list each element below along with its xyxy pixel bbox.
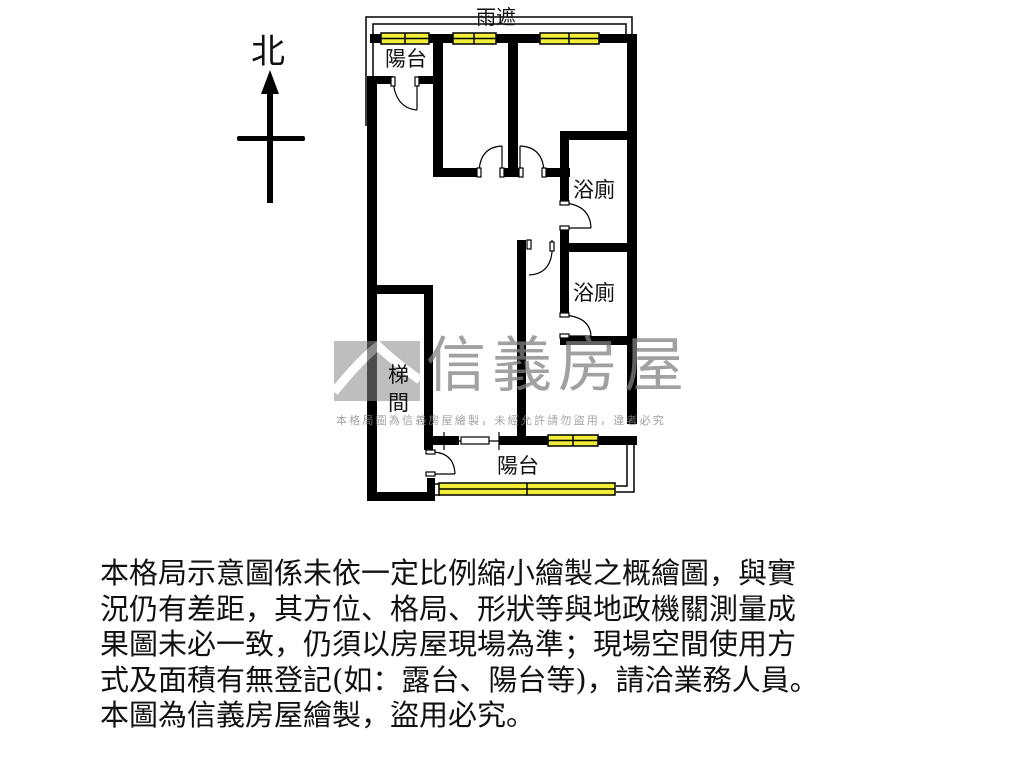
walls [367, 34, 637, 501]
door-balcony-top [390, 76, 420, 111]
window-balcony-top [380, 32, 430, 45]
bathroom-lower-label: 浴廁 [573, 281, 615, 305]
watermark-logo-icon [330, 340, 423, 401]
stairwell-label-1: 梯 [388, 363, 409, 387]
window-bedroom-2 [539, 32, 600, 45]
door-stairwell [425, 449, 456, 477]
door-bedroom-1 [476, 145, 505, 178]
door-hall [526, 239, 555, 276]
floor-plan [237, 16, 637, 501]
disclaimer: 本格局示意圖係未依一定比例縮小繪製之概繪圖，與實 況仍有差距，其方位、格局、形狀… [100, 556, 930, 734]
bathroom-upper-label: 浴廁 [573, 178, 615, 202]
door-bath-lower [559, 312, 592, 339]
stairwell-label-2: 間 [388, 391, 409, 415]
north-label: 北 [251, 32, 285, 72]
watermark-brand: 信義房屋 [426, 331, 690, 401]
doors [390, 76, 592, 477]
window-bottom-balcony [438, 482, 616, 496]
disclaimer-line: 本格局示意圖係未依一定比例縮小繪製之概繪圖，與實 [100, 556, 797, 590]
disclaimer-line: 果圖未必一致，仍須以房屋現場為準；現場空間使用方 [100, 627, 797, 661]
disclaimer-line: 本圖為信義房屋繪製，盜用必究。 [100, 698, 536, 732]
window-bedroom-1 [452, 32, 497, 45]
window-living-room [547, 434, 599, 447]
disclaimer-line: 式及面積有無登記(如：露台、陽台等)，請洽業務人員。 [100, 662, 819, 697]
north-arrow-icon [237, 70, 305, 203]
disclaimer-line: 況仍有差距，其方位、格局、形狀等與地政機關測量成 [100, 591, 797, 626]
door-bath-upper [559, 200, 592, 231]
balcony-bottom-label: 陽台 [497, 454, 539, 478]
watermark-subtitle: 本格局圖為信義房屋繪製，未經允許請勿盜用，違者必究 [336, 414, 666, 427]
door-bedroom-2 [518, 145, 547, 178]
rain-cover-label: 雨遮 [476, 5, 516, 29]
windows [380, 32, 616, 496]
sliding-door-balcony [443, 432, 500, 450]
rain-cover-outline [365, 16, 633, 126]
balcony-top-label: 陽台 [385, 47, 427, 71]
